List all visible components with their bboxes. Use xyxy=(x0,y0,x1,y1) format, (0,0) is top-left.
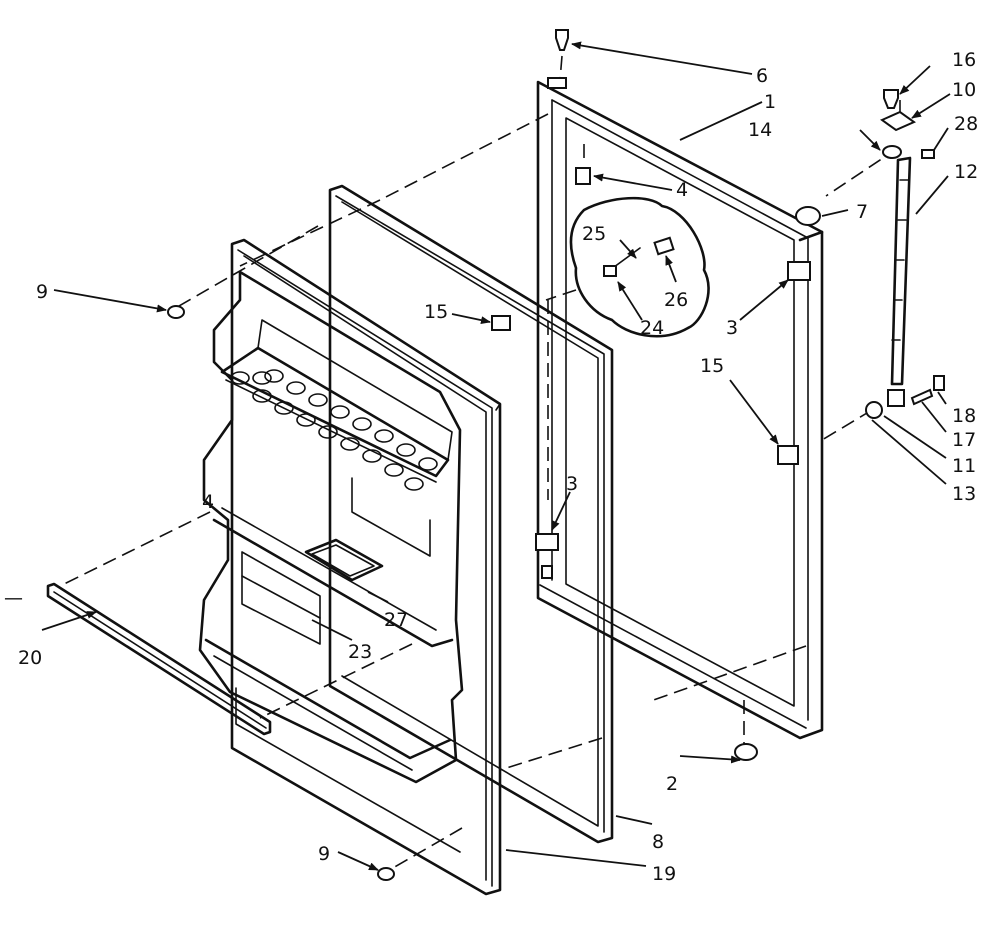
door-gasket xyxy=(328,184,614,844)
callout-dash: — xyxy=(4,587,23,609)
callout-labels: 6 1 14 16 10 28 12 7 4 25 26 24 3 15 15 … xyxy=(4,49,978,885)
callout-19: 19 xyxy=(652,863,676,885)
cutaway-detail xyxy=(569,196,710,338)
callout-2: 2 xyxy=(666,773,678,795)
callout-3-lower: 3 xyxy=(566,473,578,495)
callout-24: 24 xyxy=(640,317,664,339)
hardware-parts xyxy=(167,29,945,881)
callout-7: 7 xyxy=(856,201,868,223)
callout-16: 16 xyxy=(952,49,976,71)
door-liner xyxy=(230,238,502,896)
callout-13: 13 xyxy=(952,483,976,505)
callout-9-top: 9 xyxy=(36,281,48,303)
callout-23: 23 xyxy=(348,641,372,663)
callout-17: 17 xyxy=(952,429,976,451)
callout-15-right: 15 xyxy=(700,355,724,377)
callout-4-top: 4 xyxy=(676,179,688,201)
outer-door-panel xyxy=(536,80,824,740)
callout-9-bottom: 9 xyxy=(318,843,330,865)
callout-6: 6 xyxy=(756,65,768,87)
callout-10: 10 xyxy=(952,79,976,101)
callout-12: 12 xyxy=(954,161,978,183)
callout-15-left: 15 xyxy=(424,301,448,323)
assembly-lines xyxy=(59,55,901,873)
callout-8: 8 xyxy=(652,831,664,853)
callout-11: 11 xyxy=(952,455,976,477)
callout-1: 1 xyxy=(764,91,776,113)
callout-3-upper: 3 xyxy=(726,317,738,339)
callout-25: 25 xyxy=(582,223,606,245)
callout-27: 27 xyxy=(384,609,408,631)
callout-4-liner: 4 xyxy=(202,491,214,513)
callout-18: 18 xyxy=(952,405,976,427)
callout-20: 20 xyxy=(18,647,42,669)
callout-14: 14 xyxy=(748,119,772,141)
leader-lines xyxy=(41,41,951,871)
callout-26: 26 xyxy=(664,289,688,311)
callout-28: 28 xyxy=(954,113,978,135)
